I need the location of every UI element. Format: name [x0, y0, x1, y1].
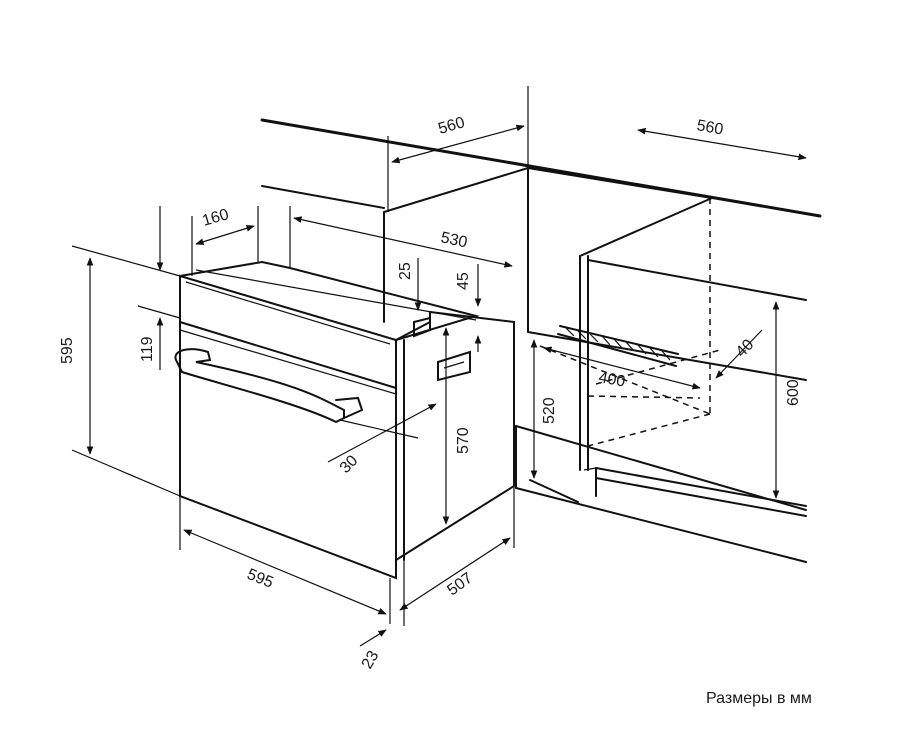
dimension-labels: 560 560 160 530 25 45 595 119 570 520 40… [59, 114, 802, 672]
label-560-right: 560 [695, 117, 724, 138]
oven-body [174, 260, 515, 580]
label-530: 530 [439, 229, 469, 251]
label-160: 160 [200, 206, 230, 230]
label-600: 600 [785, 379, 802, 406]
label-400: 400 [597, 369, 626, 390]
hidden-edges [539, 198, 721, 447]
dimension-lines [71, 124, 807, 647]
cabinet-outline [260, 86, 822, 563]
label-45: 45 [455, 272, 472, 290]
label-507: 507 [444, 570, 476, 600]
label-595-height: 595 [59, 337, 76, 364]
label-25: 25 [397, 262, 414, 280]
label-119: 119 [139, 336, 156, 362]
label-520: 520 [541, 397, 558, 424]
label-570: 570 [455, 427, 472, 454]
label-23: 23 [359, 648, 383, 672]
label-595-width: 595 [245, 566, 276, 592]
label-560-top: 560 [436, 114, 466, 138]
units-caption: Размеры в мм [706, 690, 812, 707]
